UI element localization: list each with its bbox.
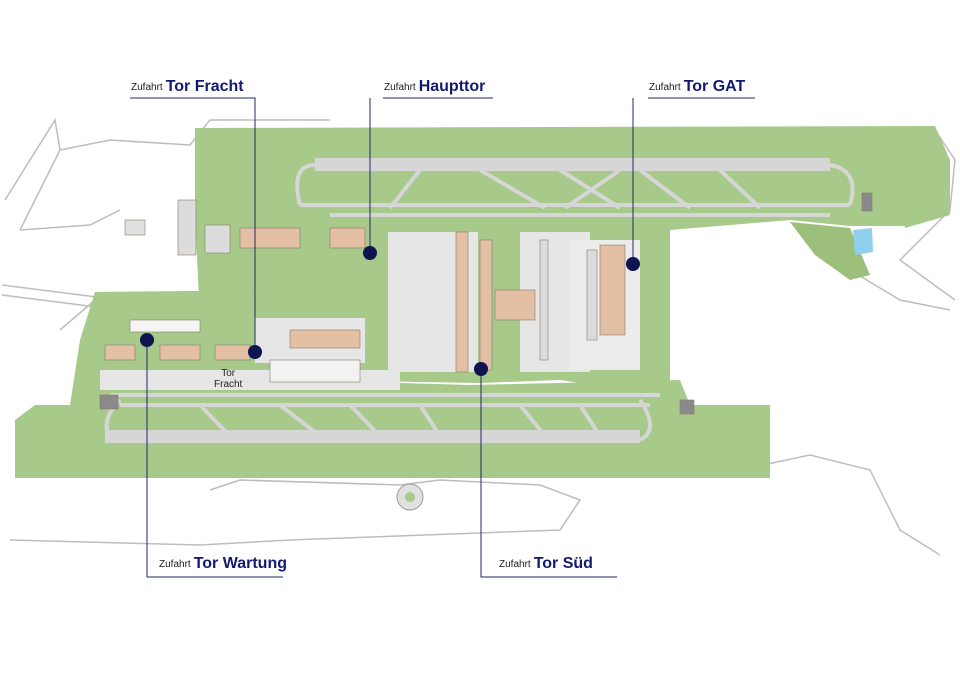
callout-line-wartung xyxy=(146,340,283,578)
callout-prefix: Zufahrt xyxy=(384,82,416,93)
callout-prefix: Zufahrt xyxy=(499,559,531,570)
callout-name: Tor Wartung xyxy=(193,555,287,572)
callout-line-fracht xyxy=(130,97,256,352)
map-label-tor-fracht: Tor Fracht xyxy=(214,368,242,390)
callout-line-sued xyxy=(480,369,617,578)
gate-marker-icon xyxy=(248,345,262,359)
south-roundabout xyxy=(396,483,424,511)
callout-name: Haupttor xyxy=(418,78,486,95)
callout-line-haupttor xyxy=(369,97,493,253)
callout-name: Tor Süd xyxy=(533,555,593,572)
callout-prefix: Zufahrt xyxy=(159,559,191,570)
map-label-line: Tor xyxy=(221,368,236,379)
callout-lines xyxy=(130,97,755,578)
north-runway xyxy=(315,158,830,171)
callout-line-gat xyxy=(632,97,755,264)
south-runway xyxy=(105,430,640,443)
callout-name: Tor GAT xyxy=(683,78,746,95)
callout-name: Tor Fracht xyxy=(165,78,244,95)
callout-prefix: Zufahrt xyxy=(131,82,163,93)
gate-marker-icon xyxy=(140,333,154,347)
gate-marker-icon xyxy=(363,246,377,260)
map-label-line: Fracht xyxy=(214,379,243,390)
gate-markers xyxy=(140,246,640,376)
gate-marker-icon xyxy=(626,257,640,271)
water-basin xyxy=(853,228,873,255)
runways xyxy=(105,158,830,443)
gate-marker-icon xyxy=(474,362,488,376)
callout-prefix: Zufahrt xyxy=(649,82,681,93)
taxiways xyxy=(104,163,855,442)
